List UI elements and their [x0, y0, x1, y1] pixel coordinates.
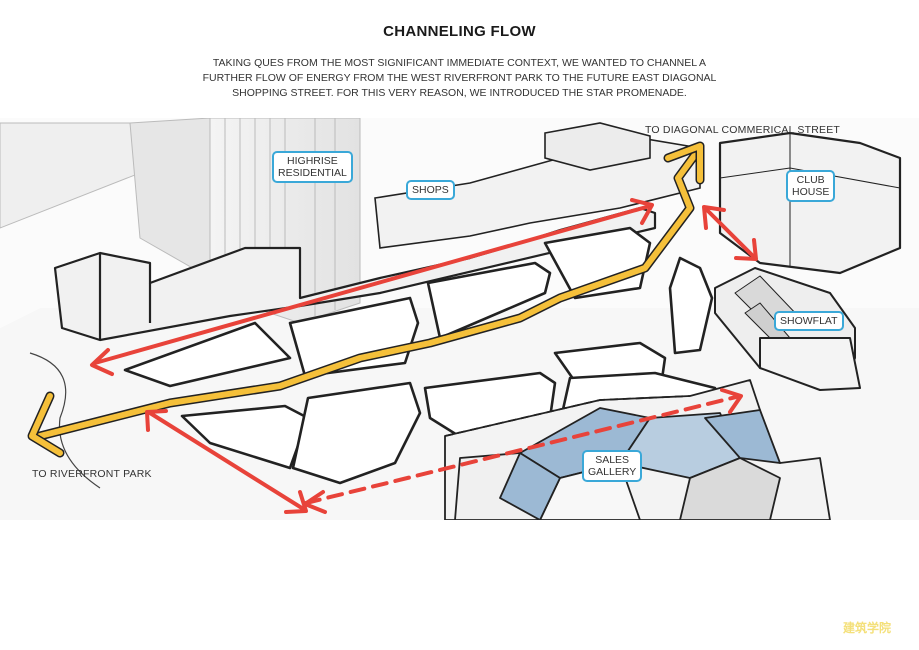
flow-arrow-yellow — [27, 141, 705, 458]
club-house-label: CLUB HOUSE — [786, 170, 836, 202]
axis-arrows-red — [90, 198, 758, 514]
road-edge — [29, 352, 101, 489]
red-axis-top — [93, 204, 652, 365]
watermark-logo: 建筑学院 — [842, 621, 891, 635]
club-house-building — [718, 131, 902, 275]
red-axis-dashed — [304, 394, 742, 505]
showflat-label: SHOWFLAT — [774, 311, 844, 331]
site-diagram: HIGHRISE RESIDENTIAL SHOPS CLUB HOUSE SH… — [0, 117, 919, 521]
description-text: TAKING QUES FROM THE MOST SIGNIFICANT IM… — [202, 57, 717, 99]
shops-building — [374, 122, 701, 249]
highrise-residential-label: HIGHRISE RESIDENTIAL — [272, 151, 353, 183]
sales-gallery-label: SALES GALLERY — [582, 450, 643, 482]
to-diagonal-label: TO DIAGONAL COMMERICAL STREET — [645, 124, 841, 136]
red-axis-left — [148, 411, 307, 512]
page-title: CHANNELING FLOW — [383, 23, 536, 40]
red-axis-right — [703, 206, 757, 260]
shops-label: SHOPS — [406, 180, 455, 200]
to-riverfront-label: TO RIVERFRONT PARK — [32, 468, 152, 480]
